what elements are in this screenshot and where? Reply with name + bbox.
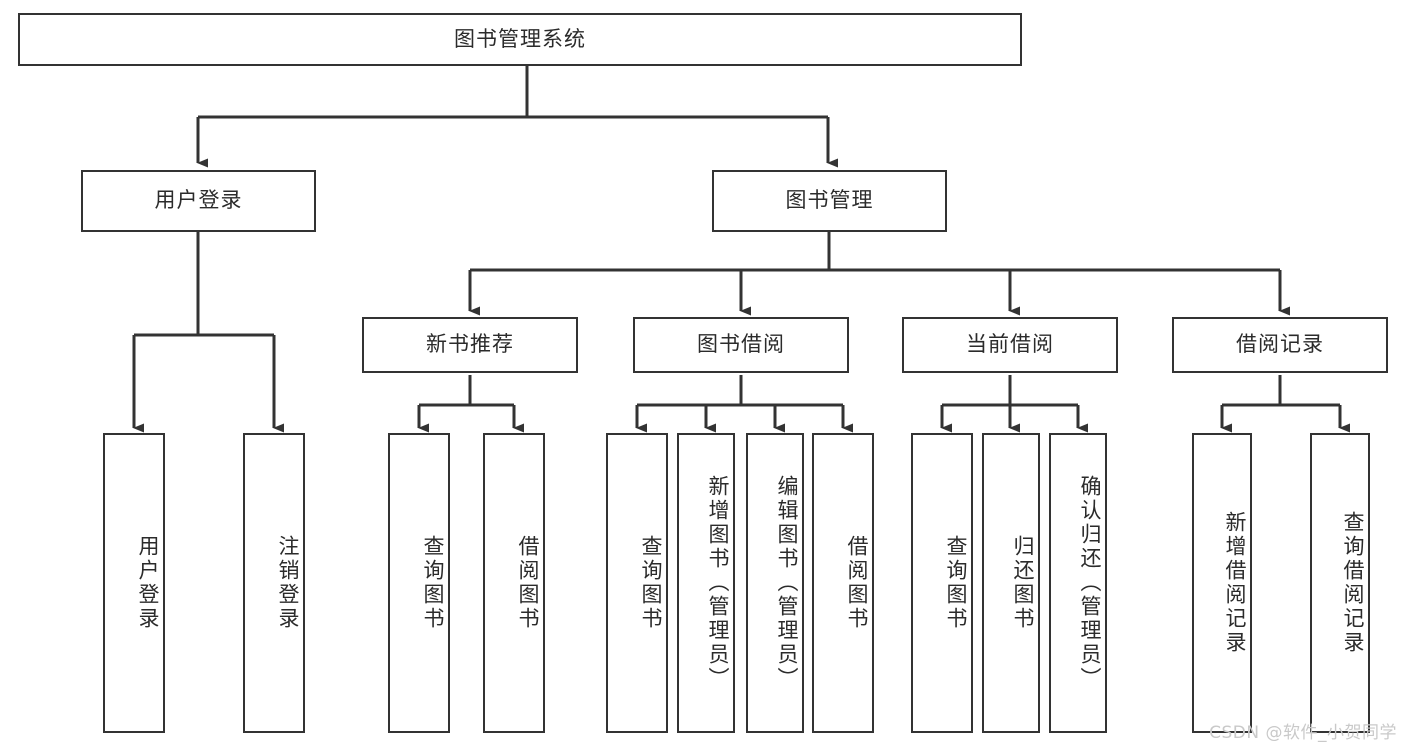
leaf-confirm-return-admin[interactable]: 确认归还（管理员） [1049, 433, 1107, 733]
node-label: 确认归还（管理员） [1078, 475, 1102, 691]
leaf-borrow-book-recommend[interactable]: 借阅图书 [483, 433, 545, 733]
leaf-query-book-current[interactable]: 查询图书 [911, 433, 973, 733]
node-label: 查询图书 [421, 535, 445, 631]
node-user-login[interactable]: 用户登录 [81, 170, 316, 232]
node-label: 查询借阅记录 [1341, 511, 1365, 655]
node-label: 新增借阅记录 [1223, 511, 1247, 655]
node-label: 用户登录 [136, 535, 160, 631]
node-label: 查询图书 [639, 535, 663, 631]
leaf-borrow-book[interactable]: 借阅图书 [812, 433, 874, 733]
node-root-book-management-system[interactable]: 图书管理系统 [18, 13, 1022, 66]
node-current-borrow[interactable]: 当前借阅 [902, 317, 1118, 373]
node-label: 用户登录 [154, 188, 243, 213]
node-borrow-record[interactable]: 借阅记录 [1172, 317, 1388, 373]
node-label: 新书推荐 [426, 332, 514, 357]
node-label: 借阅记录 [1236, 332, 1324, 357]
node-label: 新增图书（管理员） [706, 475, 730, 691]
node-label: 图书管理 [785, 188, 874, 213]
node-label: 注销登录 [276, 535, 300, 631]
leaf-user-login[interactable]: 用户登录 [103, 433, 165, 733]
leaf-logout[interactable]: 注销登录 [243, 433, 305, 733]
node-label: 图书借阅 [697, 332, 785, 357]
node-label: 查询图书 [944, 535, 968, 631]
leaf-edit-book-admin[interactable]: 编辑图书（管理员） [746, 433, 804, 733]
node-label: 编辑图书（管理员） [775, 475, 799, 691]
node-book-management[interactable]: 图书管理 [712, 170, 947, 232]
node-label: 借阅图书 [845, 535, 869, 631]
node-book-borrow[interactable]: 图书借阅 [633, 317, 849, 373]
node-new-book-recommend[interactable]: 新书推荐 [362, 317, 578, 373]
leaf-query-book-recommend[interactable]: 查询图书 [388, 433, 450, 733]
leaf-query-borrow-record[interactable]: 查询借阅记录 [1310, 433, 1370, 733]
leaf-return-book[interactable]: 归还图书 [982, 433, 1040, 733]
node-label: 归还图书 [1011, 535, 1035, 631]
node-label: 当前借阅 [966, 332, 1054, 357]
node-label: 借阅图书 [516, 535, 540, 631]
leaf-query-book-borrow[interactable]: 查询图书 [606, 433, 668, 733]
leaf-add-borrow-record[interactable]: 新增借阅记录 [1192, 433, 1252, 733]
leaf-add-book-admin[interactable]: 新增图书（管理员） [677, 433, 735, 733]
node-label: 图书管理系统 [454, 26, 586, 51]
